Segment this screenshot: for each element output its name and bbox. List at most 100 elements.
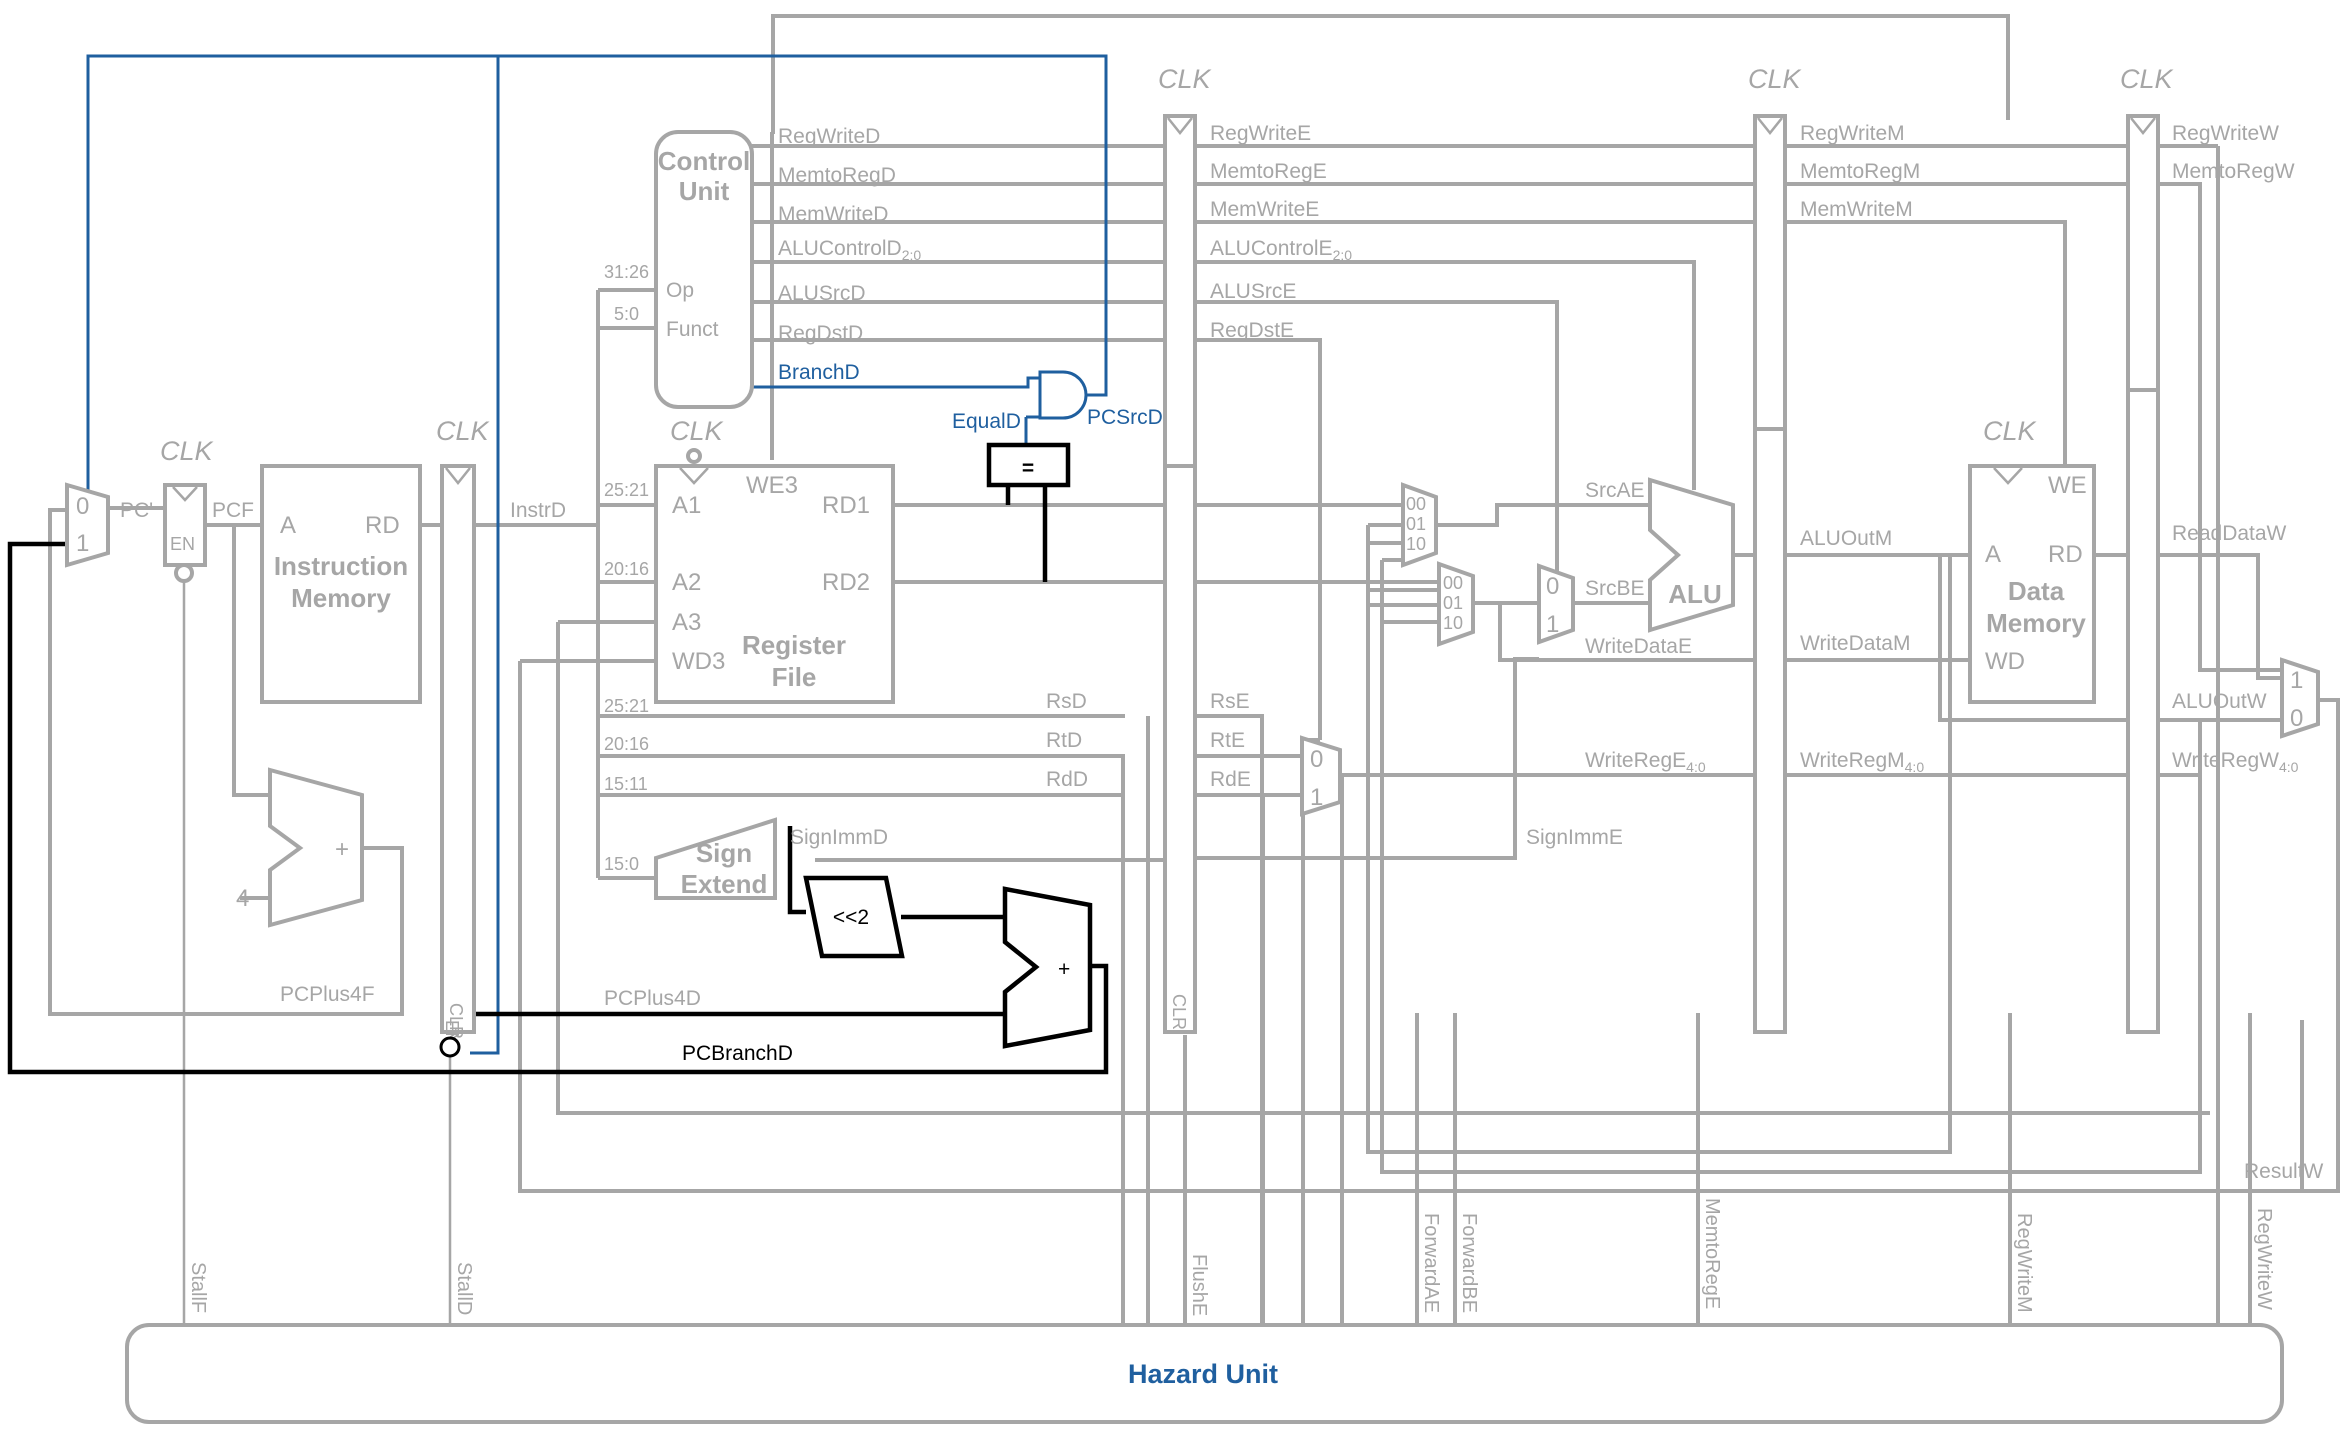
regdst-mux: 0 1 [1300, 735, 1342, 817]
control-unit: Control Unit Op Funct [654, 130, 754, 409]
writeregm-sub: 4:0 [1905, 759, 1925, 775]
rf-title-2: File [772, 662, 817, 692]
pc-mux-input-0: 0 [76, 493, 89, 520]
ex-mem-register [1753, 114, 1787, 1034]
alu-label: ALU [1668, 579, 1721, 609]
bits-20-16-rf: 20:16 [604, 559, 649, 579]
signimmd-label: SignImmD [790, 826, 888, 849]
alucontrole-label: ALUControlE2:0 [1210, 237, 1352, 263]
clk-label-mem-wb: CLK [2120, 64, 2174, 94]
memtoreg-mux-1: 1 [2290, 667, 2303, 694]
data-memory: WE A RD WD Data Memory [1968, 464, 2096, 704]
rf-a2-pin: A2 [672, 569, 701, 596]
writeregm-label: WriteRegM4:0 [1800, 749, 1924, 775]
alusrcd-label: ALUSrcD [778, 282, 866, 305]
clk-label-pc: CLK [160, 436, 214, 466]
fwd-a-01: 01 [1406, 514, 1426, 534]
memtoreg-mux-0: 0 [2290, 705, 2303, 732]
regwritew-hazard-label: RegWriteW [2253, 1208, 2275, 1310]
writerege-text: WriteRegE [1585, 749, 1686, 772]
regdst-mux-1: 1 [1310, 784, 1323, 811]
fwd-b-10: 10 [1443, 613, 1463, 633]
bits-25-21-rf: 25:21 [604, 480, 649, 500]
control-funct-pin: Funct [666, 318, 719, 341]
pc-plus-4-adder: + [268, 767, 364, 928]
branch-adder: + [1002, 886, 1093, 1049]
bits-15-0: 15:0 [604, 854, 639, 874]
imem-rd-pin: RD [365, 512, 400, 539]
id-ex-clr-label: CLR [1169, 994, 1189, 1030]
memwrited-label: MemWriteD [778, 203, 888, 226]
regdst-mux-0: 0 [1310, 746, 1323, 773]
bits-31-26: 31:26 [604, 262, 649, 282]
rse-label: RsE [1210, 690, 1250, 713]
equal-symbol: = [1022, 457, 1034, 480]
rte-label: RtE [1210, 729, 1245, 752]
regwritem-label: RegWriteM [1800, 122, 1905, 145]
hazard-unit: Hazard Unit [125, 1323, 2284, 1424]
pcbranchd-label: PCBranchD [682, 1042, 793, 1065]
alusrc-mux: 0 1 [1537, 563, 1575, 645]
alusrc-mux-1: 1 [1546, 611, 1559, 638]
memtorege-label: MemtoRegE [1210, 160, 1327, 183]
imem-title-2: Memory [291, 583, 391, 613]
branchd-label: BranchD [778, 361, 860, 384]
regdste-label: RegDstE [1210, 319, 1294, 342]
bits-5-0: 5:0 [614, 304, 639, 324]
equald-label: EqualD [952, 410, 1021, 433]
stalld-label: StallD [453, 1262, 475, 1315]
writedatam-label: WriteDataM [1800, 632, 1910, 655]
aluoutm-label: ALUOutM [1800, 527, 1892, 550]
rf-we3-pin: WE3 [746, 472, 798, 499]
memtoregd-label: MemtoRegD [778, 164, 896, 187]
aluoutw-label: ALUOutW [2172, 690, 2267, 713]
control-op-pin: Op [666, 279, 694, 302]
alusrc-mux-0: 0 [1546, 573, 1559, 600]
srcbe-label: SrcBE [1585, 577, 1645, 600]
shift-symbol: <<2 [833, 906, 869, 929]
equality-comparator: = [986, 442, 1071, 488]
alusrce-label: ALUSrcE [1210, 280, 1296, 303]
rdd-label: RdD [1046, 768, 1088, 791]
instrd-label: InstrD [510, 499, 566, 522]
rf-title-1: Register [742, 630, 846, 660]
resultw-label: ResultW [2244, 1160, 2324, 1183]
rf-a1-pin: A1 [672, 492, 701, 519]
alucontrold-text: ALUControlD [778, 237, 902, 260]
rf-a3-pin: A3 [672, 609, 701, 636]
control-title-1: Control [658, 146, 750, 176]
signimme-label: SignImmE [1526, 826, 1623, 849]
forwardbe-label: ForwardBE [1458, 1213, 1480, 1313]
dmem-a-pin: A [1985, 541, 2001, 568]
pcf-label: PCF [212, 499, 254, 522]
mem-wb-register [2126, 114, 2160, 1034]
alucontrole-text: ALUControlE [1210, 237, 1333, 260]
memwritee-label: MemWriteE [1210, 198, 1319, 221]
writerege-label: WriteRegE4:0 [1585, 749, 1706, 775]
memtoreg-mux: 1 0 [2280, 657, 2320, 739]
pcsrcd-label: PCSrcD [1087, 406, 1163, 429]
pcplus4d-label: PCPlus4D [604, 987, 701, 1010]
alu: ALU [1648, 477, 1735, 633]
writeregw-sub: 4:0 [2279, 759, 2299, 775]
forward-a-mux: 00 01 10 [1401, 482, 1438, 568]
clk-label-rf: CLK [670, 416, 724, 446]
alucontrole-sub: 2:0 [1333, 247, 1353, 263]
id-ex-register: CLR [1163, 114, 1197, 1034]
clk-label-id-ex: CLK [1158, 64, 1212, 94]
readdataw-label: ReadDataW [2172, 522, 2287, 545]
dmem-we-pin: WE [2048, 472, 2087, 499]
regwritew-label: RegWriteW [2172, 122, 2279, 145]
const-four: 4 [236, 885, 249, 912]
stallf-label: StallF [187, 1262, 209, 1313]
writeregw-text: WriteRegW [2172, 749, 2279, 772]
shift-left-2: <<2 [803, 875, 905, 959]
fwd-b-00: 00 [1443, 573, 1463, 593]
alucontrold-sub: 2:0 [902, 247, 922, 263]
sign-extend: Sign Extend [654, 817, 777, 900]
pcplus4f-label: PCPlus4F [280, 983, 375, 1006]
regwrited-label: RegWriteD [778, 125, 880, 148]
regwritee-label: RegWriteE [1210, 122, 1311, 145]
clk-label-ex-mem: CLK [1748, 64, 1802, 94]
